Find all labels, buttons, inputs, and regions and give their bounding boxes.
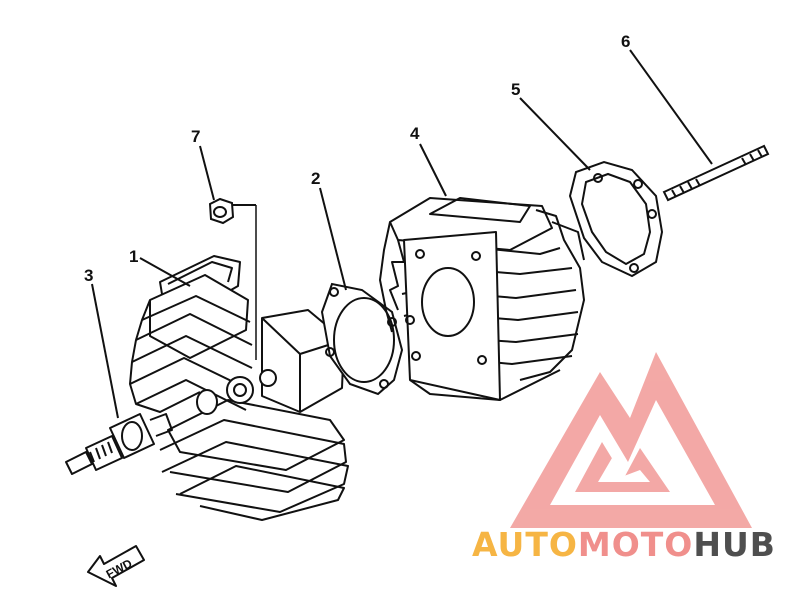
watermark-hub: HUB bbox=[693, 525, 776, 564]
callout-4: 4 bbox=[410, 124, 420, 143]
cylinder-head bbox=[129, 255, 349, 521]
watermark-auto: AUTO bbox=[472, 525, 578, 564]
watermark-moto: MOTO bbox=[578, 525, 693, 564]
cylinder bbox=[379, 197, 585, 401]
stud-bolt bbox=[662, 144, 770, 202]
cylinder-head-gasket bbox=[320, 282, 404, 396]
spark-plug bbox=[65, 413, 173, 475]
callout-7: 7 bbox=[191, 127, 200, 146]
callout-2: 2 bbox=[311, 169, 320, 188]
callout-1: 1 bbox=[129, 247, 138, 266]
watermark-logo-icon bbox=[510, 352, 752, 528]
fwd-arrow-icon: FWD bbox=[87, 545, 145, 587]
leader-lines bbox=[91, 49, 713, 419]
nut bbox=[208, 197, 257, 360]
callout-5: 5 bbox=[511, 80, 520, 99]
callout-3: 3 bbox=[84, 266, 93, 285]
cylinder-gasket bbox=[568, 160, 664, 278]
watermark-wordmark: AUTOMOTOHUB bbox=[472, 525, 776, 564]
callout-6: 6 bbox=[621, 32, 630, 51]
